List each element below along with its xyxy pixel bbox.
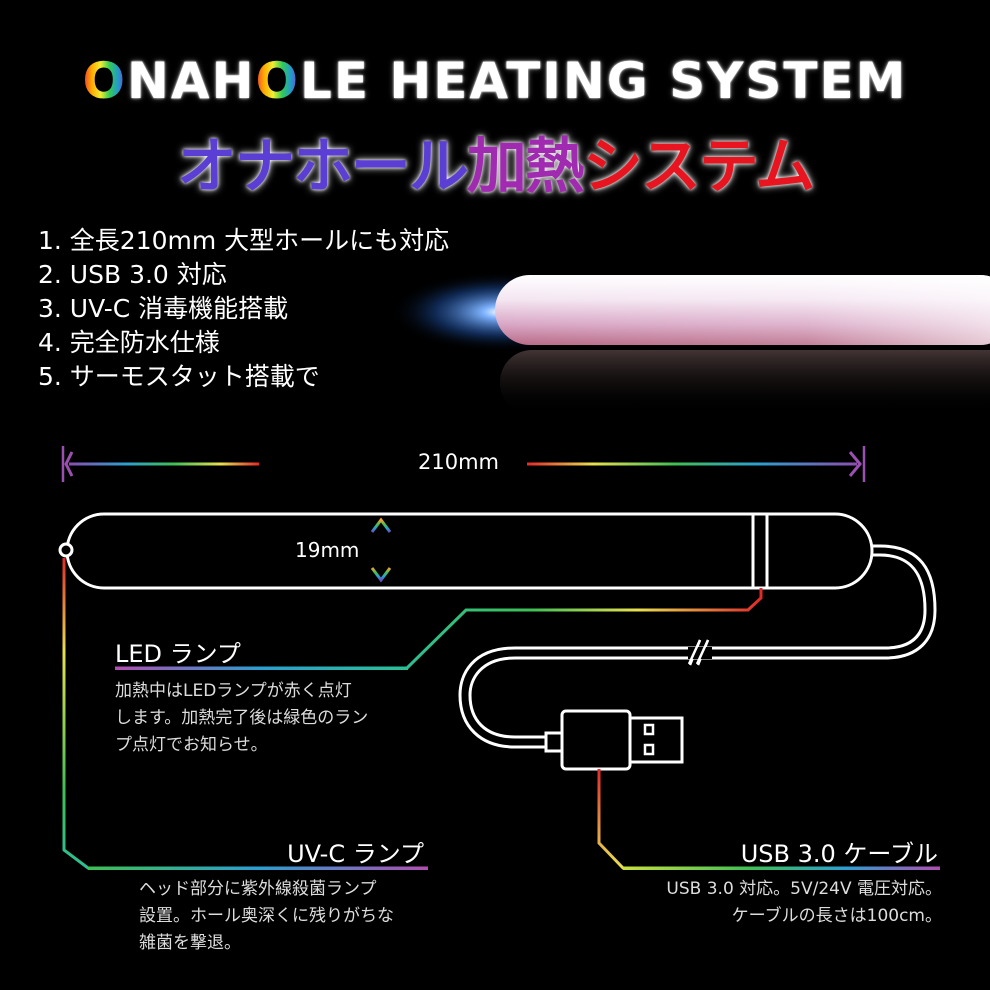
title-japanese: オナホール加熱システム <box>176 132 815 202</box>
feature-item: 3. UV-C 消毒機能搭載 <box>38 294 289 323</box>
length-label: 210mm <box>418 450 499 474</box>
feature-list: 1. 全長210mm 大型ホールにも対応 2. USB 3.0 対応 3. UV… <box>38 224 449 394</box>
feature-item: 5. サーモスタット搭載で <box>38 362 320 391</box>
title-english: ONAHOLE HEATING SYSTEM <box>82 52 908 110</box>
diameter-arrow <box>370 517 392 583</box>
led-callout-text: 加熱中はLEDランプが赤く点灯 します。加熱完了後は緑色のラン プ点灯でお知らせ… <box>115 681 369 755</box>
length-dimension <box>61 446 866 482</box>
usb-callout-title: USB 3.0 ケーブル <box>740 840 938 868</box>
uvc-callout-title: UV-C ランプ <box>287 840 424 868</box>
led-callout-title: LED ランプ <box>115 640 241 668</box>
rainbow-o: O <box>255 52 300 110</box>
led-underline <box>115 666 408 670</box>
uvc-underline <box>88 866 428 870</box>
feature-item: 4. 完全防水仕様 <box>38 328 220 357</box>
usb-plug-icon <box>544 709 684 771</box>
diameter-label: 19mm <box>295 538 360 562</box>
usb-lead-line <box>597 769 640 870</box>
product-photo <box>390 272 990 415</box>
led-lead-line <box>405 588 763 670</box>
cable-break-icon <box>687 639 710 665</box>
rainbow-o: O <box>82 52 128 110</box>
feature-item: 1. 全長210mm 大型ホールにも対応 <box>38 226 450 255</box>
usb-underline <box>623 866 940 870</box>
device-outline <box>58 512 874 590</box>
feature-item: 2. USB 3.0 対応 <box>38 260 227 289</box>
uvc-callout-text: ヘッド部分に紫外線殺菌ランプ 設置。ホール奥深くに残りがちな 雑菌を撃退。 <box>139 879 394 953</box>
usb-callout-text: USB 3.0 対応。5V/24V 電圧対応。 ケーブルの長さは100cm。 <box>666 879 942 926</box>
